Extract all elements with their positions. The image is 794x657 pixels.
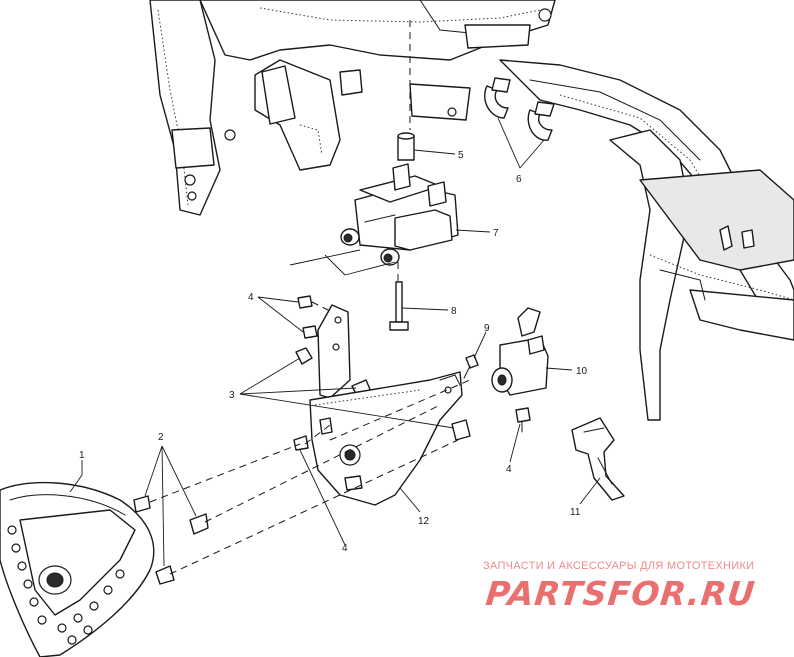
callout-3: 3 <box>229 390 235 401</box>
callout-11: 11 <box>570 507 581 518</box>
front-cover <box>0 481 155 657</box>
frame-assembly <box>149 0 794 421</box>
callout-8: 8 <box>451 306 457 317</box>
callout-4-lower: 4 <box>342 543 348 554</box>
callout-labels: 1 2 3 4 4 4 5 6 7 8 9 10 11 12 <box>79 150 588 554</box>
screw <box>463 354 479 379</box>
ignition-switch <box>491 307 549 396</box>
bolt-right <box>515 407 531 433</box>
alignment-lines <box>149 379 471 575</box>
callout-2: 2 <box>158 432 164 443</box>
callout-4-upper: 4 <box>248 292 254 303</box>
callout-5: 5 <box>458 150 464 161</box>
callout-1: 1 <box>79 450 85 461</box>
callout-10: 10 <box>576 366 588 377</box>
ignition-coil <box>289 163 459 276</box>
callout-4-right: 4 <box>506 464 512 475</box>
watermark-logo: PARTSFOR.RU <box>483 574 758 613</box>
grommet <box>397 20 415 161</box>
mounting-bracket <box>309 304 463 506</box>
callout-9: 9 <box>484 323 490 334</box>
leader-lines <box>69 117 601 567</box>
ignition-key <box>571 417 625 501</box>
callout-6: 6 <box>516 174 522 185</box>
bolt-lower <box>293 435 309 451</box>
callout-12: 12 <box>418 516 430 527</box>
callout-7: 7 <box>493 228 499 239</box>
watermark-subtitle: ЗАПЧАСТИ И АКСЕССУАРЫ ДЛЯ МОТОТЕХНИКИ <box>483 560 755 572</box>
long-bolt <box>389 262 409 331</box>
clips <box>133 495 209 585</box>
hose-clamps <box>484 77 555 141</box>
